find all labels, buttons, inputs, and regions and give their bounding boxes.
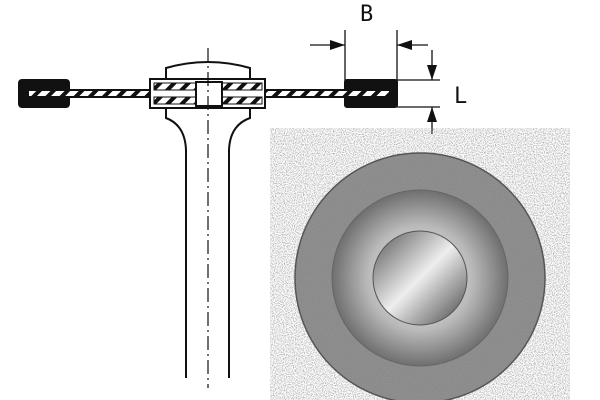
- disc-front-view: [294, 152, 546, 400]
- disc-side-view: [18, 48, 398, 388]
- dimension-label-b: B: [360, 2, 374, 27]
- dimension-label-l: L: [454, 84, 468, 109]
- dimension-lines: [310, 30, 440, 134]
